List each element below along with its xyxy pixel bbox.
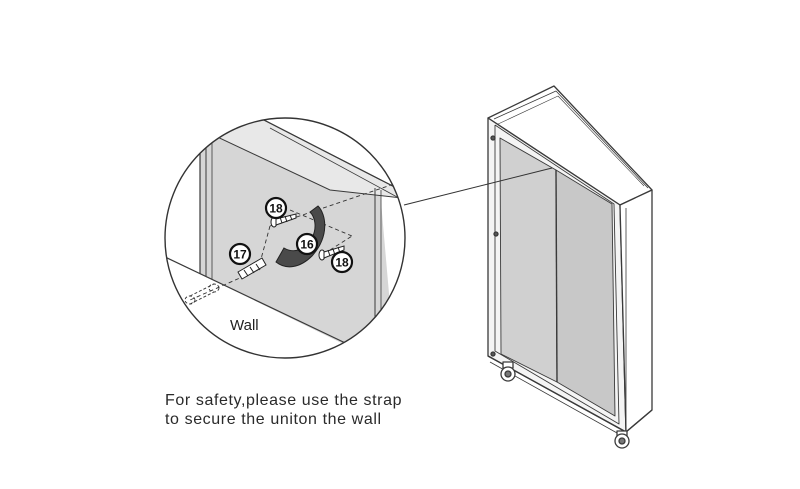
callout-18-lower: 18 (330, 250, 354, 274)
caster-left-icon (500, 361, 516, 382)
safety-caption: For safety,please use the strap to secur… (165, 391, 402, 429)
caster-right-icon (614, 430, 630, 449)
callout-18-upper-label: 18 (269, 202, 283, 216)
detail-circle: 18 16 17 18 Wall (164, 117, 406, 359)
caption-line-1: For safety,please use the strap (165, 392, 403, 409)
wall-anchor-icon (237, 257, 267, 280)
cabinet-door-left (499, 137, 558, 383)
cabinet-side (619, 189, 653, 433)
callout-16-label: 16 (300, 238, 314, 252)
detail-leader-line (403, 167, 553, 206)
callout-17-label: 17 (233, 248, 247, 262)
callout-18-lower-label: 18 (335, 256, 349, 270)
callout-18-upper: 18 (264, 196, 288, 220)
cabinet-door-right (555, 169, 616, 417)
door-knob-icon (493, 231, 499, 237)
caption-line-2: to secure the uniton the wall (165, 411, 382, 428)
wall-label: Wall (230, 317, 259, 334)
callout-16: 16 (295, 232, 319, 256)
callout-17: 17 (228, 242, 252, 266)
cabinet (487, 85, 653, 449)
